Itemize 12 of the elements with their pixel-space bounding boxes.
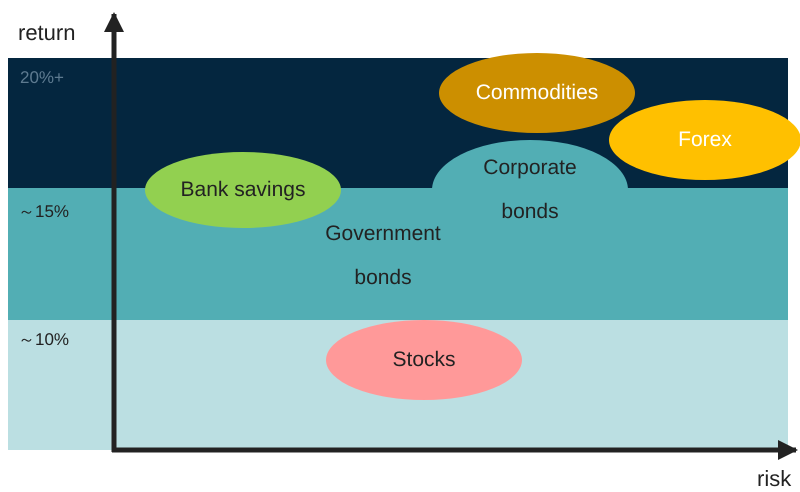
band-label: ～10% <box>18 329 70 351</box>
axis-label: return <box>18 20 76 46</box>
asset-label: Government bonds <box>324 221 442 291</box>
asset-label: Bank savings <box>180 178 306 202</box>
axis-label: risk <box>757 466 792 492</box>
asset-label: Corporate bonds <box>482 155 578 225</box>
band-label: 20%+ <box>20 68 64 88</box>
asset-label: Forex <box>677 128 733 152</box>
band-label: ～15% <box>18 201 70 223</box>
return-band <box>8 320 788 450</box>
asset-label: Stocks <box>391 348 457 372</box>
asset-label: Commodities <box>474 81 600 105</box>
